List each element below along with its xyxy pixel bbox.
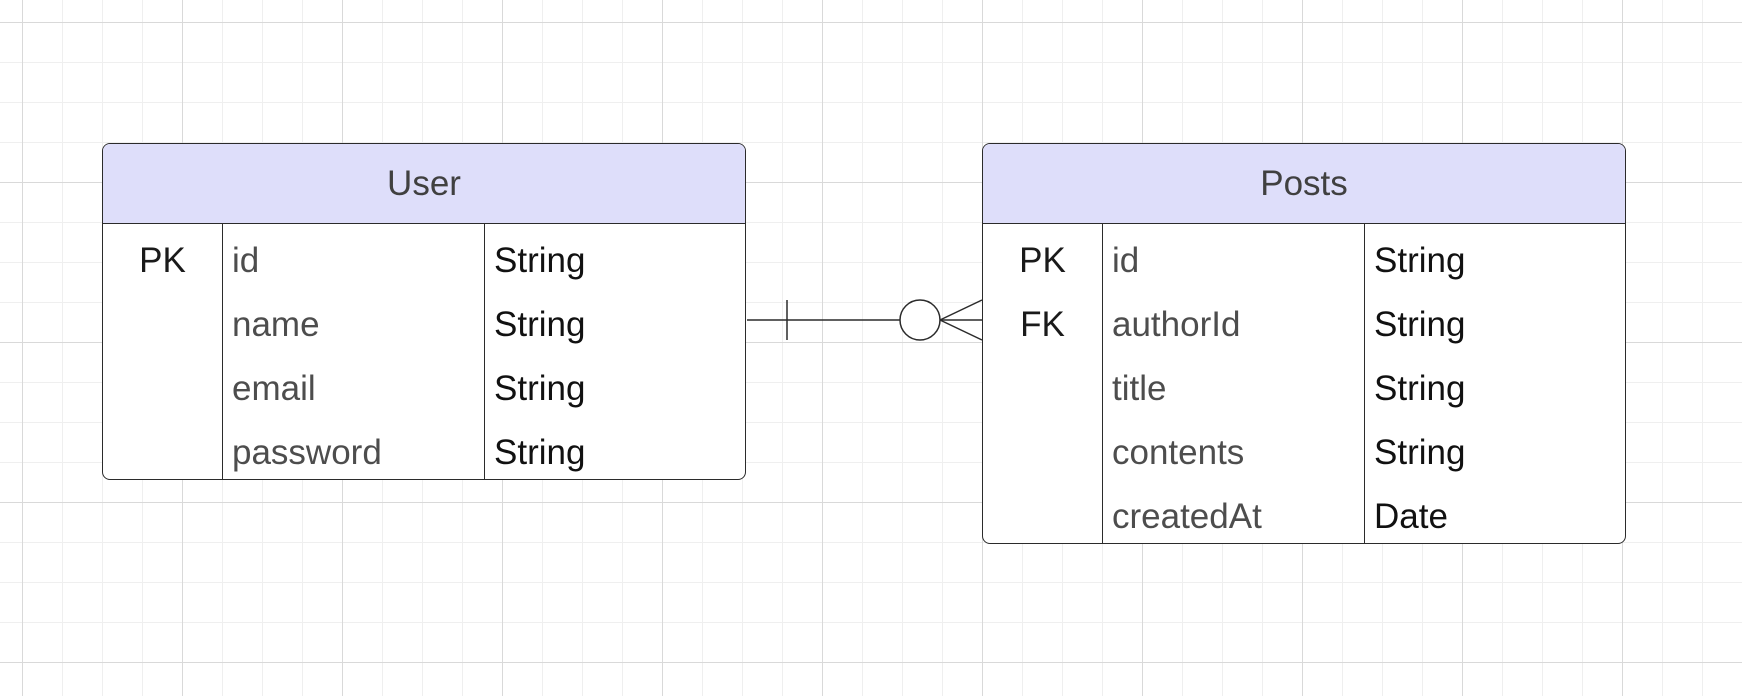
key-column: PK: [103, 224, 223, 479]
row-key: PK: [1019, 241, 1066, 280]
cardinality-zero-circle: [899, 299, 941, 341]
field-type[interactable]: String: [494, 369, 586, 408]
row-key: FK: [1020, 305, 1065, 344]
name-column: id name email password: [223, 224, 485, 479]
entity-body-posts: PK FK id authorId title contents created…: [983, 224, 1625, 543]
field-name[interactable]: createdAt: [1112, 497, 1262, 536]
field-name[interactable]: contents: [1112, 433, 1245, 472]
name-column: id authorId title contents createdAt: [1103, 224, 1365, 543]
entity-posts[interactable]: Posts PK FK id authorId title contents c…: [982, 143, 1626, 544]
field-type[interactable]: String: [1374, 433, 1466, 472]
field-type[interactable]: String: [1374, 241, 1466, 280]
field-type[interactable]: String: [1374, 369, 1466, 408]
type-column: String String String String Date: [1365, 224, 1625, 543]
field-name[interactable]: title: [1112, 369, 1167, 408]
row-key: PK: [139, 241, 186, 280]
field-type[interactable]: String: [494, 305, 586, 344]
field-type[interactable]: String: [494, 433, 586, 472]
entity-header-user: User: [103, 144, 745, 224]
key-column: PK FK: [983, 224, 1103, 543]
field-name[interactable]: name: [232, 305, 320, 344]
entity-header-posts: Posts: [983, 144, 1625, 224]
field-name[interactable]: password: [232, 433, 382, 472]
field-name[interactable]: email: [232, 369, 316, 408]
field-name[interactable]: id: [1112, 241, 1140, 280]
field-name[interactable]: authorId: [1112, 305, 1241, 344]
type-column: String String String String: [485, 224, 745, 479]
crows-foot-lower: [939, 319, 983, 341]
field-name[interactable]: id: [232, 241, 260, 280]
field-type[interactable]: String: [494, 241, 586, 280]
field-type[interactable]: Date: [1374, 497, 1448, 536]
entity-body-user: PK id name email password String String …: [103, 224, 745, 479]
entity-user[interactable]: User PK id name email password String St…: [102, 143, 746, 480]
field-type[interactable]: String: [1374, 305, 1466, 344]
crows-foot-upper: [939, 299, 983, 321]
